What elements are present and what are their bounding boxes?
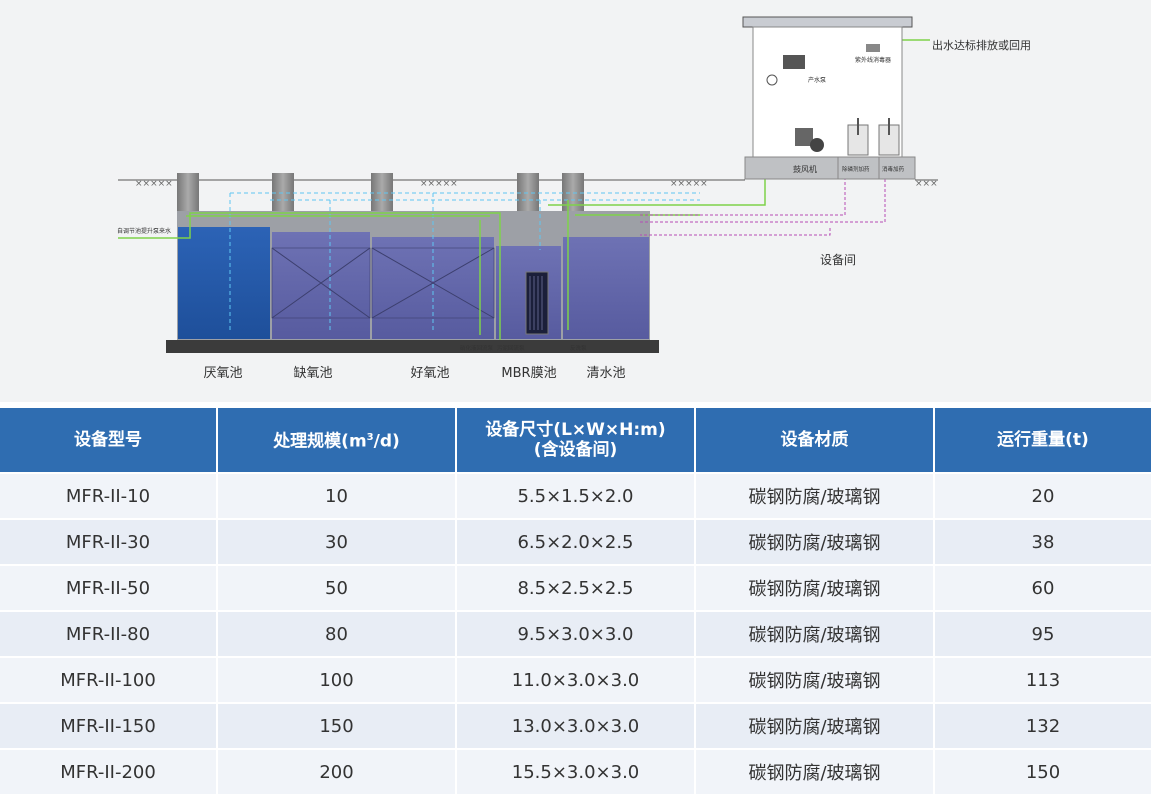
cell-scale: 150 xyxy=(217,702,457,749)
cell-model: MFR-II-150 xyxy=(0,702,218,749)
cell-material: 碳钢防腐/玻璃钢 xyxy=(695,748,935,794)
cell-weight: 20 xyxy=(934,472,1151,519)
cell-size: 15.5×3.0×3.0 xyxy=(456,748,696,794)
cell-model: MFR-II-100 xyxy=(0,656,218,703)
anaerobic-tank xyxy=(178,227,270,339)
cell-model: MFR-II-30 xyxy=(0,518,218,565)
equipment-room-label: 设备间 xyxy=(820,253,856,267)
cell-material: 碳钢防腐/玻璃钢 xyxy=(695,518,935,565)
table-row: MFR-II-150 150 13.0×3.0×3.0 碳钢防腐/玻璃钢 132 xyxy=(0,702,1151,749)
cell-material: 碳钢防腐/玻璃钢 xyxy=(695,610,935,657)
svg-text:×××××: ××××× xyxy=(135,179,173,189)
cell-size: 13.0×3.0×3.0 xyxy=(456,702,696,749)
table-row: MFR-II-50 50 8.5×2.5×2.5 碳钢防腐/玻璃钢 60 xyxy=(0,564,1151,611)
svg-text:×××: ××× xyxy=(915,179,938,189)
header-material: 设备材质 xyxy=(695,408,935,473)
header-scale-suffix: /d) xyxy=(373,431,400,452)
cell-scale: 200 xyxy=(217,748,457,794)
blower-label: 鼓风机 xyxy=(793,164,817,174)
manhole-risers xyxy=(177,173,584,211)
outlet-label: 出水达标排放或回用 xyxy=(932,38,1031,52)
uv-label: 紫外线消毒器 xyxy=(855,56,891,64)
cell-scale: 50 xyxy=(217,564,457,611)
cell-scale: 80 xyxy=(217,610,457,657)
tank-body xyxy=(166,211,659,353)
inlet-label: 自调节池提升泵来水 xyxy=(117,227,171,235)
tank-label-mbr: MBR膜池 xyxy=(501,366,556,381)
cell-model: MFR-II-80 xyxy=(0,610,218,657)
cell-size: 11.0×3.0×3.0 xyxy=(456,656,696,703)
header-size-line1: 设备尺寸(L×W×H:m) xyxy=(485,420,666,440)
table-row: MFR-II-80 80 9.5×3.0×3.0 碳钢防腐/玻璃钢 95 xyxy=(0,610,1151,657)
sludge-pump-label-1: 硝化液回流泵 xyxy=(460,344,494,352)
clear-pump-label: 反洗泵 xyxy=(570,344,587,352)
table-row: MFR-II-200 200 15.5×3.0×3.0 碳钢防腐/玻璃钢 150 xyxy=(0,748,1151,794)
air-pipes xyxy=(229,192,700,330)
cell-weight: 150 xyxy=(934,748,1151,794)
cell-model: MFR-II-50 xyxy=(0,564,218,611)
cell-scale: 30 xyxy=(217,518,457,565)
pump-label: 产水泵 xyxy=(808,76,826,84)
cell-material: 碳钢防腐/玻璃钢 xyxy=(695,702,935,749)
table-row: MFR-II-100 100 11.0×3.0×3.0 碳钢防腐/玻璃钢 113 xyxy=(0,656,1151,703)
header-scale: 处理规模(m3/d) xyxy=(217,408,457,473)
svg-text:×××××: ××××× xyxy=(420,179,458,189)
mbr-membrane xyxy=(525,271,549,335)
process-diagram-svg: ××××× ××××× ××××× ××× xyxy=(117,16,1031,381)
cell-size: 5.5×1.5×2.0 xyxy=(456,472,696,519)
cell-scale: 10 xyxy=(217,472,457,519)
cell-weight: 60 xyxy=(934,564,1151,611)
cell-model: MFR-II-10 xyxy=(0,472,218,519)
ground-line: ××××× ××××× ××××× ××× xyxy=(118,179,938,189)
header-weight: 运行重量(t) xyxy=(934,408,1151,473)
cell-weight: 95 xyxy=(934,610,1151,657)
tank-label-anaerobic: 厌氧池 xyxy=(203,366,242,381)
cell-scale: 100 xyxy=(217,656,457,703)
tank-label-anoxic: 缺氧池 xyxy=(293,366,332,381)
tank-label-clear: 清水池 xyxy=(586,366,625,381)
header-size-line2: (含设备间) xyxy=(533,440,618,460)
table-row: MFR-II-30 30 6.5×2.0×2.5 碳钢防腐/玻璃钢 38 xyxy=(0,518,1151,565)
cell-weight: 113 xyxy=(934,656,1151,703)
table-header-row: 设备型号 处理规模(m3/d) 设备尺寸(L×W×H:m)(含设备间) 设备材质… xyxy=(0,408,1151,473)
table-row: MFR-II-10 10 5.5×1.5×2.0 碳钢防腐/玻璃钢 20 xyxy=(0,472,1151,519)
anoxic-tank xyxy=(272,232,370,339)
cell-model: MFR-II-200 xyxy=(0,748,218,794)
clear-water-tank xyxy=(563,237,649,339)
svg-text:×××××: ××××× xyxy=(670,179,708,189)
equipment-room xyxy=(742,16,916,180)
header-scale-prefix: 处理规模(m xyxy=(273,431,367,452)
cell-size: 9.5×3.0×3.0 xyxy=(456,610,696,657)
cell-weight: 38 xyxy=(934,518,1151,565)
base-slab xyxy=(166,340,659,353)
dosing-label-1: 除磷剂加药 xyxy=(842,165,870,173)
spec-table: 设备型号 处理规模(m3/d) 设备尺寸(L×W×H:m)(含设备间) 设备材质… xyxy=(0,408,1151,794)
tank-label-aerobic: 好氧池 xyxy=(410,366,449,381)
header-model: 设备型号 xyxy=(0,408,218,473)
dosing-label-2: 消毒加药 xyxy=(882,165,905,173)
header-size: 设备尺寸(L×W×H:m)(含设备间) xyxy=(456,408,696,473)
cell-size: 6.5×2.0×2.5 xyxy=(456,518,696,565)
cell-size: 8.5×2.5×2.5 xyxy=(456,564,696,611)
process-diagram: ××××× ××××× ××××× ××× xyxy=(0,0,1151,402)
header-scale-sup: 3 xyxy=(366,432,374,444)
sludge-pump-label-2: 污泥回流泵 xyxy=(497,344,525,352)
cell-material: 碳钢防腐/玻璃钢 xyxy=(695,564,935,611)
cell-material: 碳钢防腐/玻璃钢 xyxy=(695,472,935,519)
cell-weight: 132 xyxy=(934,702,1151,749)
cell-material: 碳钢防腐/玻璃钢 xyxy=(695,656,935,703)
